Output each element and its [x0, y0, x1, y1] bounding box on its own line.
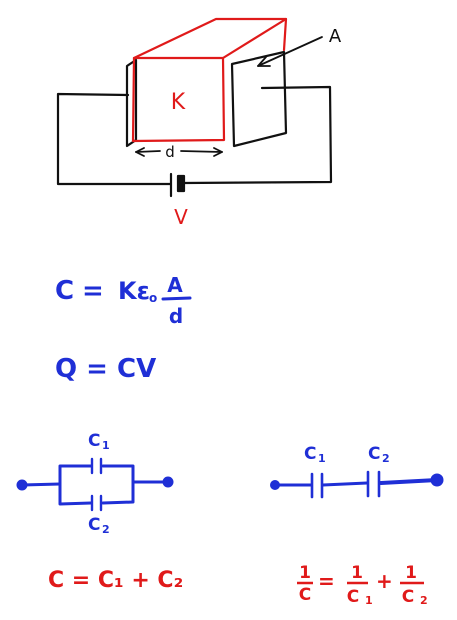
series-lhs-den: C	[299, 585, 311, 605]
parallel-capacitor-1	[90, 457, 103, 475]
series-t2-sub: 2	[420, 594, 428, 607]
series-lhs-num: 1	[299, 563, 311, 583]
parallel-branch-top	[58, 464, 135, 486]
series-plus: +	[376, 569, 393, 593]
series-label-c1-sub: 1	[318, 452, 326, 465]
area-pointer-arrow	[257, 36, 323, 67]
right-plate	[230, 50, 288, 148]
series-t1-sub: 1	[365, 594, 373, 607]
series-t2-den: C	[402, 587, 414, 607]
series-capacitor-1	[310, 472, 324, 499]
parallel-label-c1-sub: 1	[102, 439, 110, 452]
distance-label: d	[165, 143, 175, 161]
series-circuit	[270, 470, 444, 499]
series-label-c2: C	[368, 444, 380, 464]
circuit-wire-right	[182, 85, 333, 185]
distance-arrow	[135, 147, 223, 157]
parallel-capacitor-2	[90, 494, 103, 512]
dielectric-label: K	[171, 90, 186, 115]
series-label-c1: C	[304, 444, 316, 464]
parallel-label-c1: C	[88, 431, 100, 451]
parallel-label-c2: C	[88, 515, 100, 535]
series-label-c2-sub: 2	[382, 452, 390, 465]
series-formula: 1 C = 1 C 1 + 1 C 2	[297, 563, 428, 607]
capacitance-formula: C = Kε o A d	[55, 273, 192, 328]
series-t2-num: 1	[405, 563, 417, 583]
capacitance-equals: =	[82, 276, 104, 306]
voltage-label: V	[174, 205, 188, 229]
capacitance-fraction-bar	[161, 296, 192, 301]
parallel-branch-bottom	[58, 480, 135, 506]
capacitance-denominator: d	[169, 304, 183, 328]
series-equals: =	[318, 569, 335, 593]
charge-formula: Q = CV	[55, 354, 156, 384]
series-capacitor-2	[366, 470, 381, 498]
series-t1-den: C	[347, 587, 359, 607]
capacitance-numerator: A	[167, 273, 183, 297]
capacitance-prefix: Kε	[118, 277, 150, 305]
parallel-formula: C = C₁ + C₂	[48, 568, 183, 593]
capacitance-epsilon-sub: o	[149, 291, 157, 305]
parallel-circuit	[16, 457, 174, 512]
battery-symbol	[169, 172, 186, 198]
series-t1-num: 1	[351, 563, 363, 583]
dielectric-block	[131, 17, 288, 143]
capacitor-circuit	[56, 17, 333, 198]
area-label: A	[329, 26, 342, 47]
circuit-wire-left	[56, 92, 172, 186]
capacitance-lhs: C	[55, 276, 74, 306]
parallel-label-c2-sub: 2	[102, 523, 110, 536]
